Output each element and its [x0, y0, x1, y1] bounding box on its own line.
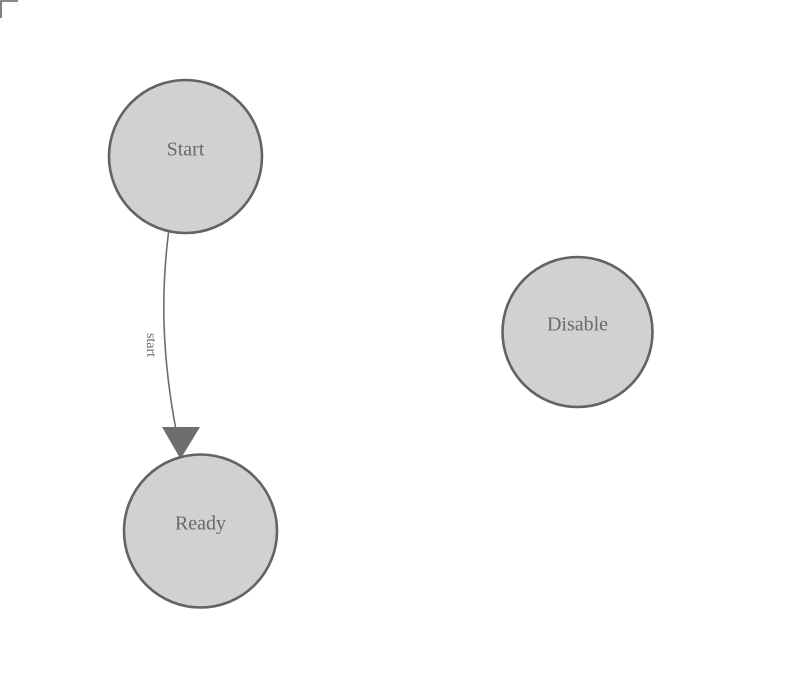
- edge-start-to-ready[interactable]: start: [143, 232, 200, 460]
- edge-line: [162, 232, 177, 431]
- node-start[interactable]: Start: [107, 78, 264, 235]
- node-disable[interactable]: Disable: [501, 255, 654, 409]
- edge-label-start: start: [143, 333, 158, 357]
- top-left-corner-mark: [0, 0, 18, 18]
- node-ready-circle[interactable]: [122, 453, 279, 609]
- node-start-circle[interactable]: [107, 78, 264, 235]
- node-disable-label: Disable: [547, 314, 608, 336]
- arrowhead-icon: [162, 427, 200, 459]
- node-ready-label: Ready: [175, 513, 226, 535]
- node-ready[interactable]: Ready: [122, 453, 279, 609]
- node-disable-circle[interactable]: [501, 255, 654, 409]
- node-start-label: Start: [167, 139, 205, 161]
